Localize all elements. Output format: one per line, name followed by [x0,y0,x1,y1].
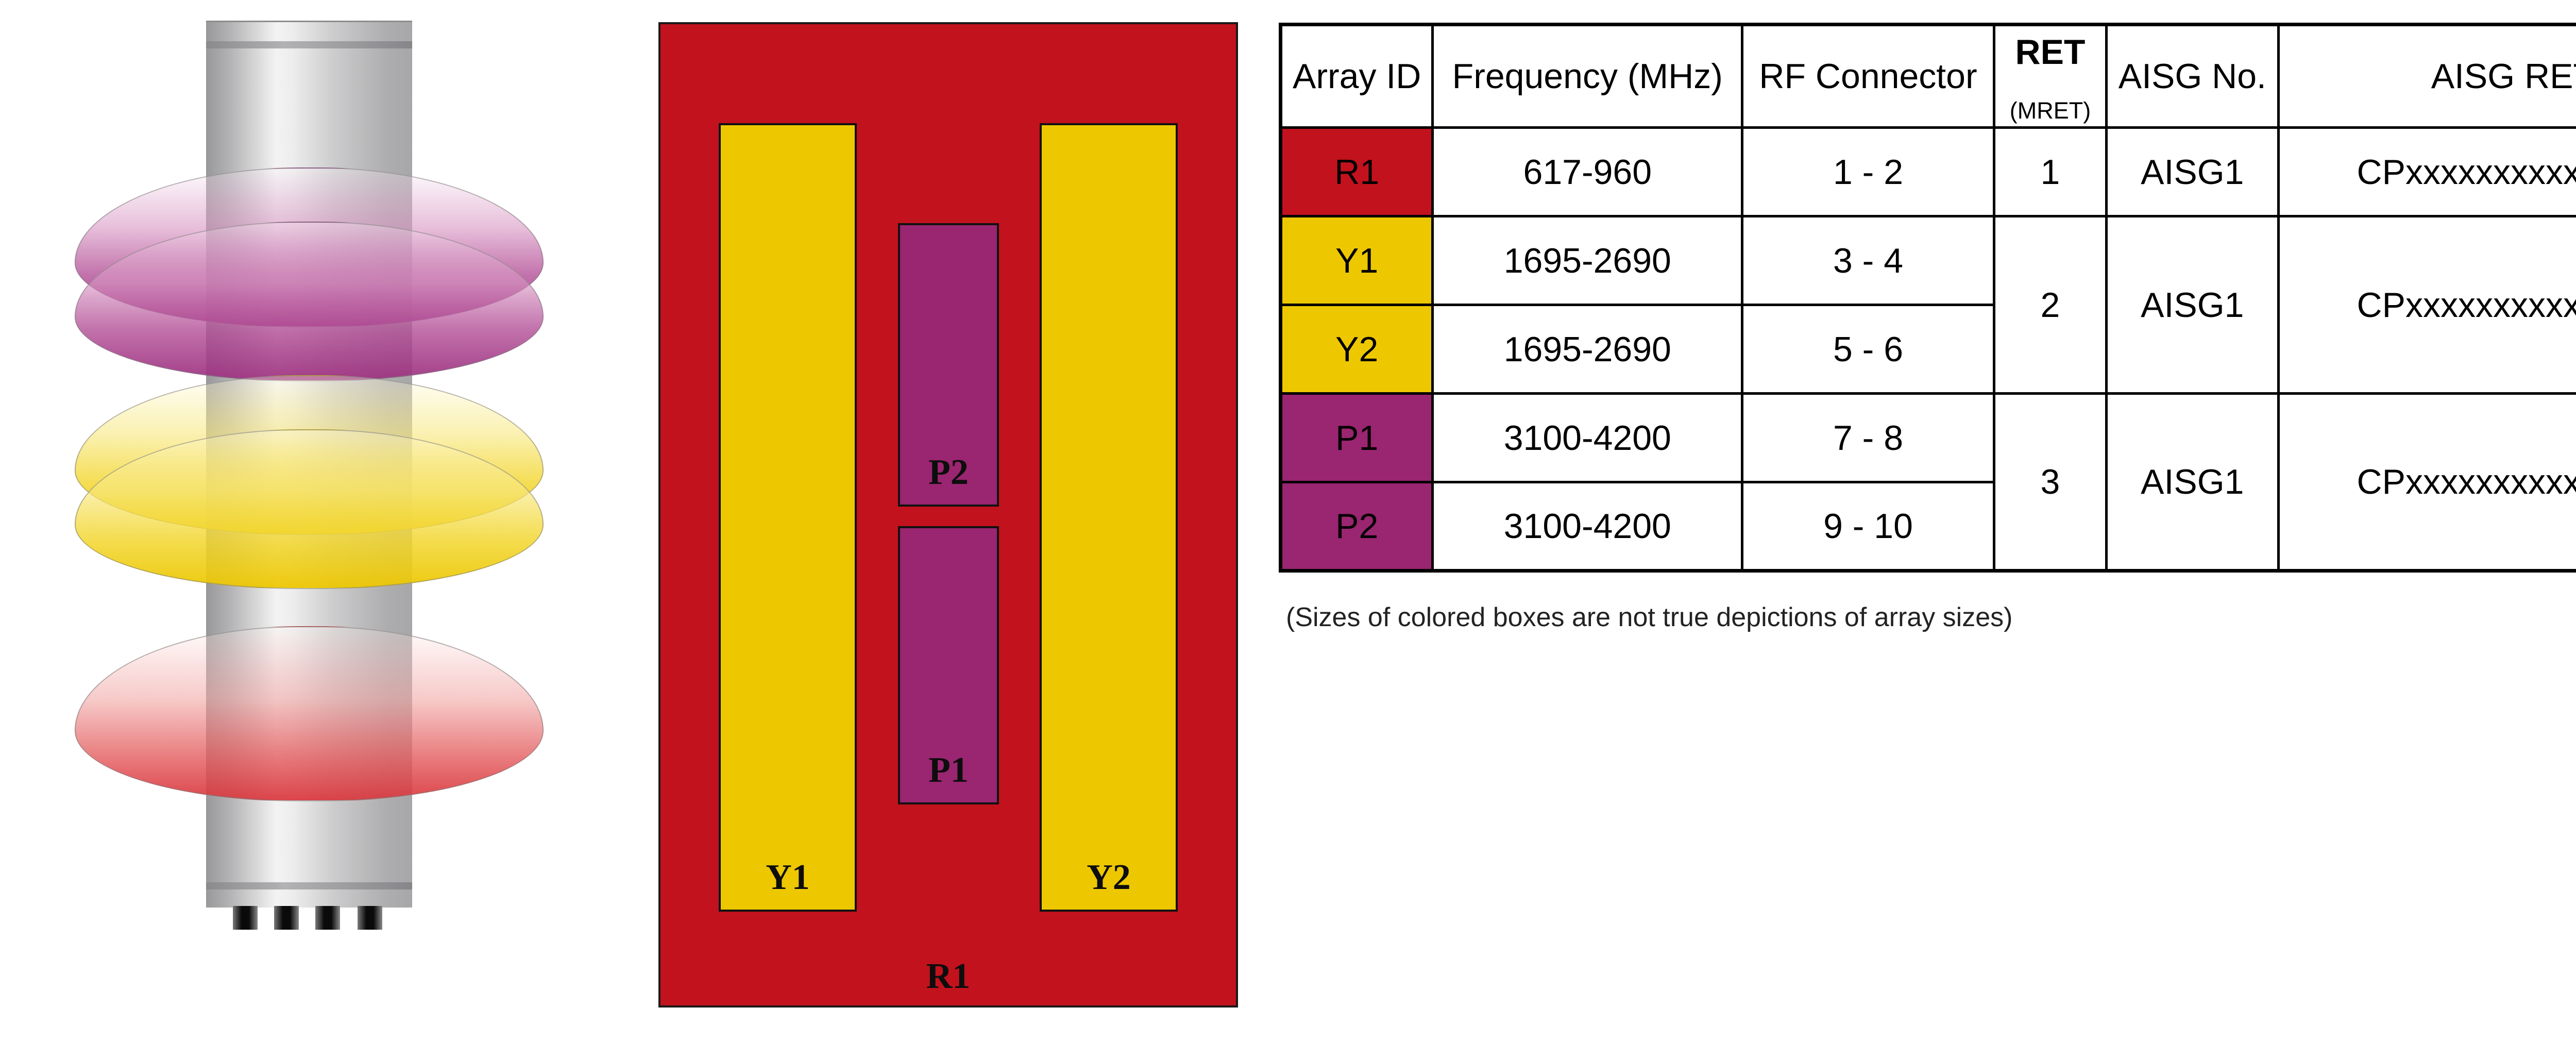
array-bar-y2-label: Y2 [1087,858,1131,897]
cell-aisg-no-merged: AISG1 [2105,215,2280,395]
cell-frequency: 1695-2690 [1431,215,1744,306]
cell-rf-connector: 1 - 2 [1741,126,1995,217]
cell-rf-connector: 3 - 4 [1741,215,1995,306]
cell-rf-connector: 5 - 6 [1741,304,1995,395]
array-bar-y2: Y2 [1040,123,1178,912]
header-aisg-ret-uid: AISG RET UID [2277,23,2576,129]
header-ret: RET (MRET) [1992,23,2108,129]
cell-array-id-y2: Y2 [1279,304,1434,395]
array-layout-diagram: Y1 Y2 P2 P1 R1 [658,22,1238,1008]
cell-ret-merged: 3 [1992,392,2108,572]
connector-pin-2 [274,906,299,930]
cylinder-top-rim [206,41,412,48]
table-row: R1 617-960 1 - 2 1 AISG1 CPxxxxxxxxxxxxx… [1279,126,2576,217]
array-bar-y1-label: Y1 [766,858,810,897]
header-ret-subtitle: (MRET) [2009,97,2091,124]
table-row: P1 3100-4200 7 - 8 3 AISG1 CPxxxxxxxxxxx… [1279,392,2576,572]
cell-frequency: 3100-4200 [1431,392,1744,483]
cell-aisg-ret-uid-merged: CPxxxxxxxxxxxxxxMM.3 [2277,392,2576,572]
cylinder-bottom-rim [206,882,412,889]
cell-array-id-y1: Y1 [1279,215,1434,306]
array-bar-p2: P2 [898,223,999,507]
table-row: P2 3100-4200 9 - 10 [1279,481,2576,572]
cell-array-id-p1: P1 [1279,392,1434,483]
yellow-beam-disc-lower [75,429,544,589]
antenna-illustration [0,0,618,1041]
header-aisg-no: AISG No. [2105,23,2280,129]
cell-frequency: 1695-2690 [1431,304,1744,395]
table-row: Y2 1695-2690 5 - 6 [1279,304,2576,395]
cell-ret: 1 [1992,126,2108,217]
array-panel-label: R1 [926,956,971,996]
cell-aisg-no: AISG1 [2105,126,2280,217]
cell-ret-merged: 2 [1992,215,2108,395]
cell-rf-connector: 7 - 8 [1741,392,1995,483]
connector-pin-3 [315,906,340,930]
header-ret-title: RET [2015,32,2086,72]
cell-aisg-ret-uid-merged: CPxxxxxxxxxxxxxxMM.2 [2277,215,2576,395]
array-bar-p1: P1 [898,526,999,804]
cell-array-id-p2: P2 [1279,481,1434,572]
cell-array-id-r1: R1 [1279,126,1434,217]
header-array-id: Array ID [1279,23,1434,129]
header-frequency: Frequency (MHz) [1431,23,1744,129]
array-bar-p1-label: P1 [928,750,969,790]
array-bar-y1: Y1 [719,123,857,912]
cell-frequency: 617-960 [1431,126,1744,217]
connector-pin-1 [233,906,258,930]
table-row: Y1 1695-2690 3 - 4 2 AISG1 CPxxxxxxxxxxx… [1279,215,2576,395]
header-rf-connector: RF Connector [1741,23,1995,129]
configuration-table: Array ID Frequency (MHz) RF Connector RE… [1279,23,2576,573]
cell-rf-connector: 9 - 10 [1741,481,1995,572]
array-bar-p2-label: P2 [928,452,969,492]
cell-frequency: 3100-4200 [1431,481,1744,572]
connector-pin-4 [358,906,382,930]
table-header-row: Array ID Frequency (MHz) RF Connector RE… [1279,23,2576,129]
cell-aisg-no-merged: AISG1 [2105,392,2280,572]
red-beam-disc [75,626,544,801]
array-size-disclaimer: (Sizes of colored boxes are not true dep… [1286,602,2013,632]
cell-aisg-ret-uid: CPxxxxxxxxxxxxxxMM.1 [2277,126,2576,217]
